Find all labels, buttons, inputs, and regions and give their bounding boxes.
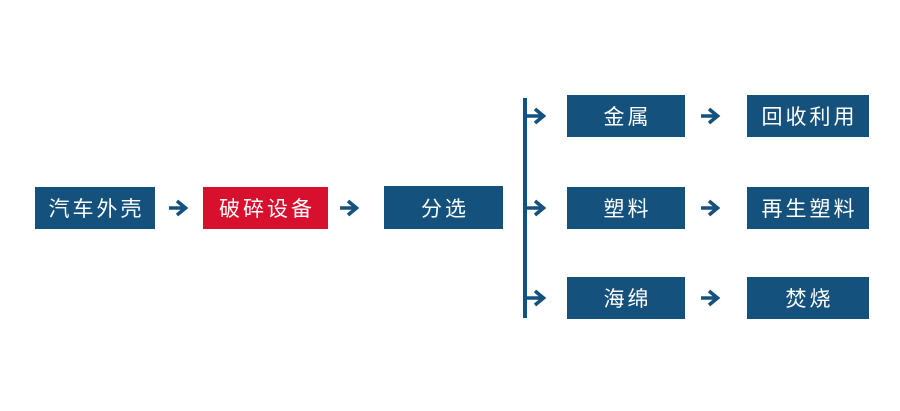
- node-crusher: 破碎设备: [203, 187, 328, 229]
- arrow-right-icon: [701, 107, 721, 125]
- arrow-right-icon: [169, 199, 189, 217]
- node-recycle: 回收利用: [747, 95, 869, 137]
- node-car-shell: 汽车外壳: [35, 187, 155, 229]
- arrow-right-icon: [701, 199, 721, 217]
- arrow-right-icon: [527, 107, 547, 125]
- node-sponge: 海绵: [567, 277, 685, 319]
- node-metal: 金属: [567, 95, 685, 137]
- arrow-right-icon: [527, 199, 547, 217]
- node-recycled-plastic: 再生塑料: [747, 187, 869, 229]
- arrow-right-icon: [340, 199, 360, 217]
- arrow-right-icon: [527, 289, 547, 307]
- arrow-right-icon: [701, 289, 721, 307]
- node-incineration: 焚烧: [747, 277, 869, 319]
- node-plastic: 塑料: [567, 187, 685, 229]
- node-sorting: 分选: [384, 186, 503, 229]
- branch-connector-line: [523, 98, 527, 318]
